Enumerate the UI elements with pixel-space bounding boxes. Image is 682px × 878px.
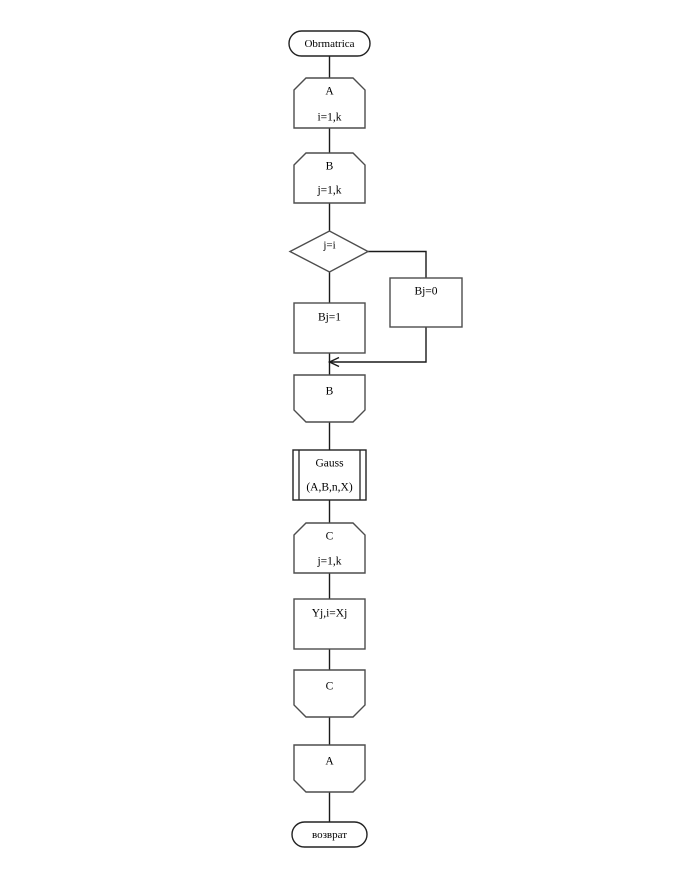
decision-label: j=i [322,240,335,252]
loop-end-c-shape [293,669,366,718]
node-start-terminal[interactable]: Obrmatrica [288,30,371,57]
node-process-assign[interactable]: Yj,i=Xj [293,598,366,650]
node-loop-end-c[interactable]: C [293,669,366,718]
loop-start-a-label: A [325,86,334,98]
loop-start-b-label: B [326,161,334,173]
subroutine-gauss-label: Gauss [315,458,344,470]
node-subroutine-gauss[interactable]: Gauss (A,B,n,X) [292,449,367,501]
loop-end-a-shape [293,744,366,793]
loop-end-b-shape [293,374,366,423]
decision-shape [288,230,370,273]
connector-bj0-to-merge [331,327,427,363]
node-loop-start-b[interactable]: B j=1,k [293,152,366,204]
node-end-terminal[interactable]: возврат [291,821,368,848]
subroutine-gauss-args: (A,B,n,X) [306,482,352,494]
subroutine-gauss-shape [292,449,367,501]
process-bj1-shape [293,302,366,354]
node-loop-end-b[interactable]: B [293,374,366,423]
start-terminal-label: Obrmatrica [304,38,354,50]
loop-start-c-label: C [326,531,334,543]
node-process-bj1[interactable]: Bj=1 [293,302,366,354]
node-process-bj0[interactable]: Bj=0 [389,277,463,328]
node-loop-start-c[interactable]: C j=1,k [293,522,366,574]
loop-start-b-range: j=1,k [316,185,341,197]
process-assign-label: Yj,i=Xj [312,608,348,620]
node-decision[interactable]: j=i [288,230,370,273]
merge-arrowhead-icon [327,356,340,368]
loop-start-c-shape [293,522,366,574]
process-bj0-label: Bj=0 [414,286,437,298]
loop-end-c-label: C [326,681,334,693]
loop-start-a-shape [293,77,366,129]
loop-start-a-range: i=1,k [317,112,341,124]
start-terminal-shape [288,30,371,57]
loop-start-b-shape [293,152,366,204]
connector-group [327,56,427,822]
end-terminal-shape [291,821,368,848]
node-loop-start-a[interactable]: A i=1,k [293,77,366,129]
end-terminal-label: возврат [312,829,347,841]
loop-start-c-range: j=1,k [316,556,341,568]
loop-end-a-label: A [325,756,334,768]
loop-end-b-label: B [326,386,334,398]
process-bj0-shape [389,277,463,328]
process-bj1-label: Bj=1 [318,312,341,324]
process-assign-shape [293,598,366,650]
connector-decision-to-bj0 [368,250,427,278]
node-loop-end-a[interactable]: A [293,744,366,793]
